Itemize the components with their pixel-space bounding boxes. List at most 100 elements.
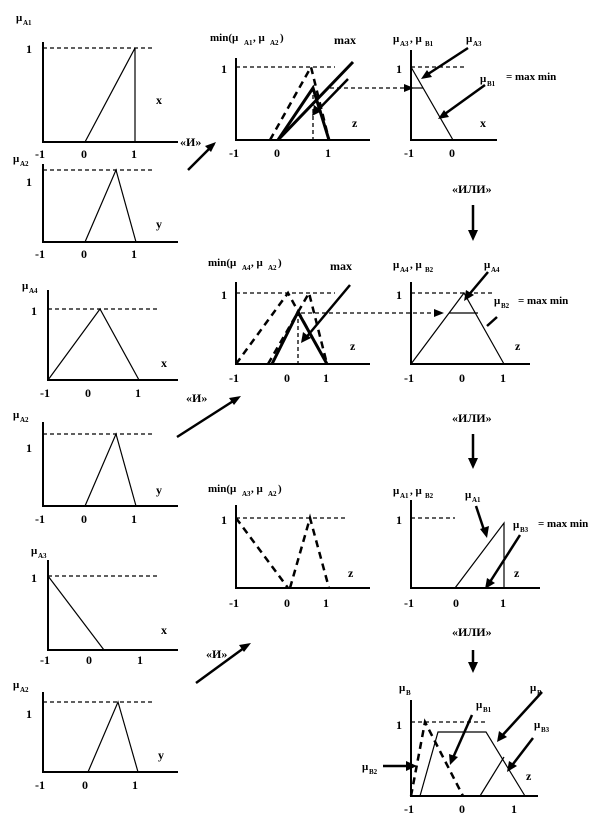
plot-min-a4-a2: min(μ A4 , μ A2 ) max 1 z -1 0 1 xyxy=(208,257,370,385)
tick-zero: 0 xyxy=(284,371,290,385)
and-label: «И» xyxy=(186,391,207,405)
tick-zero: 0 xyxy=(82,778,88,792)
arrow-icon xyxy=(195,643,249,685)
axis-label-x: x xyxy=(161,623,167,637)
mu-sub-2: A2 xyxy=(268,490,277,498)
plot-a3-x: μ A3 1 x -1 0 1 xyxy=(31,545,178,667)
and-label: «И» xyxy=(180,135,201,149)
mu-comma: , μ xyxy=(253,32,266,44)
tick-neg-one: -1 xyxy=(35,778,45,792)
or-connector-2: «ИЛИ» xyxy=(452,411,492,469)
tick-one-x: 1 xyxy=(135,386,141,400)
mu-b2-sub: B2 xyxy=(369,768,378,776)
arrow-head-icon xyxy=(434,309,444,317)
arrow-head-icon xyxy=(497,731,507,742)
tick-zero: 0 xyxy=(274,146,280,160)
or-connector-1: «ИЛИ» xyxy=(452,182,492,241)
tick-zero: 0 xyxy=(81,147,87,161)
axis-label-y: y xyxy=(158,748,164,762)
mu-b3-sub: B3 xyxy=(520,526,529,534)
tick-one-z: 1 xyxy=(325,146,331,160)
mu-subscript: A2 xyxy=(20,416,29,424)
tick-one: 1 xyxy=(396,288,402,302)
plot-min-a1-a2: min(μ A1 , μ A2 ) max 1 z -1 0 1 xyxy=(210,32,370,160)
tick-one: 1 xyxy=(31,304,37,318)
membership-b3 xyxy=(454,521,505,589)
mu-symbol: μ xyxy=(393,259,400,271)
axis-label-z: z xyxy=(352,116,358,130)
axes xyxy=(42,42,178,143)
tick-one-z: 1 xyxy=(511,802,517,816)
arrow-head-icon xyxy=(239,643,251,652)
mu-b1-sub: B1 xyxy=(483,706,492,714)
arrow-head-icon xyxy=(485,578,495,589)
tick-zero: 0 xyxy=(449,146,455,160)
dashed-a4-triangle xyxy=(234,290,329,365)
mu-b-sub: B xyxy=(537,689,542,697)
axis-label-z: z xyxy=(526,769,532,783)
mu-b3-label: μ xyxy=(513,519,520,531)
max-label: max xyxy=(330,259,352,273)
arrow-icon xyxy=(509,737,534,769)
membership-a2 xyxy=(84,432,137,507)
tick-one-y: 1 xyxy=(132,778,138,792)
axis-label-z: z xyxy=(515,339,521,353)
tick-neg-one: -1 xyxy=(35,247,45,261)
mu-sub-2: B2 xyxy=(425,492,434,500)
tick-zero: 0 xyxy=(85,386,91,400)
aggregated-b xyxy=(419,731,526,797)
transfer-arrow-1 xyxy=(330,84,414,92)
axis-label-x: x xyxy=(161,356,167,370)
arrow-icon xyxy=(450,714,474,761)
dashed-b1 xyxy=(409,718,465,797)
membership-a2 xyxy=(87,700,139,773)
mu-title-prefix: min(μ xyxy=(208,257,237,269)
mu-close: ) xyxy=(278,483,282,495)
mu-b-label: μ xyxy=(530,682,537,694)
mu-sub-1: A4 xyxy=(242,264,251,272)
axes xyxy=(410,700,538,797)
axis-label-x: x xyxy=(480,116,486,130)
axis-label-x: x xyxy=(156,93,162,107)
axes xyxy=(47,560,178,651)
plot-right-a1-b3: μ A1 , μ B2 μ A1 μ B3 = max min 1 z -1 0… xyxy=(393,485,588,610)
membership-a2 xyxy=(84,168,137,243)
mu-sub-1: A1 xyxy=(400,492,409,500)
mu-close: ) xyxy=(278,257,282,269)
tick-one-z: 1 xyxy=(323,596,329,610)
tick-one-z: 1 xyxy=(323,371,329,385)
tick-one-y: 1 xyxy=(131,512,137,526)
tick-one-x: 1 xyxy=(137,653,143,667)
mu-a3-sub: A3 xyxy=(473,40,482,48)
tick-zero: 0 xyxy=(81,512,87,526)
membership-a3 xyxy=(410,66,454,141)
and-connector-2: «И» xyxy=(176,391,241,439)
mu-a1-label: μ xyxy=(465,489,472,501)
mu-a1-sub: A1 xyxy=(472,496,481,504)
transfer-arrow-2 xyxy=(301,309,444,317)
tick-one: 1 xyxy=(221,62,227,76)
mu-symbol: μ xyxy=(393,485,400,497)
plot-right-a4-b2: μ A4 , μ B2 μ A4 μ B2 = max min 1 z -1 0… xyxy=(393,259,568,385)
axes xyxy=(235,58,370,141)
mu-a4-sub: A4 xyxy=(491,266,500,274)
arrow-head-icon xyxy=(229,396,241,405)
b3-part xyxy=(479,756,505,797)
tick-one: 1 xyxy=(396,62,402,76)
tick-neg-one: -1 xyxy=(35,147,45,161)
plot-final-b: μ B μ B μ B1 μ B3 μ B2 1 z -1 0 1 xyxy=(362,682,550,816)
mu-sub-1: A1 xyxy=(244,39,253,47)
mu-sub-1: A3 xyxy=(400,40,409,48)
plot-a2-y-3: μ A2 1 y -1 0 1 xyxy=(13,679,178,792)
arrow-head-icon xyxy=(406,761,417,771)
arrow-head-icon xyxy=(480,526,489,538)
mu-comma: , μ xyxy=(251,483,264,495)
dashed-a2-triangle xyxy=(268,63,331,141)
plot-right-a3-b1: μ A3 , μ B1 μ A3 μ B1 = max min 1 x -1 0 xyxy=(393,33,556,160)
mu-b1-label: μ xyxy=(476,699,483,711)
tick-neg-one: -1 xyxy=(40,653,50,667)
membership-b2 xyxy=(410,291,505,365)
arrow-head-icon xyxy=(438,110,449,119)
tick-zero: 0 xyxy=(81,247,87,261)
